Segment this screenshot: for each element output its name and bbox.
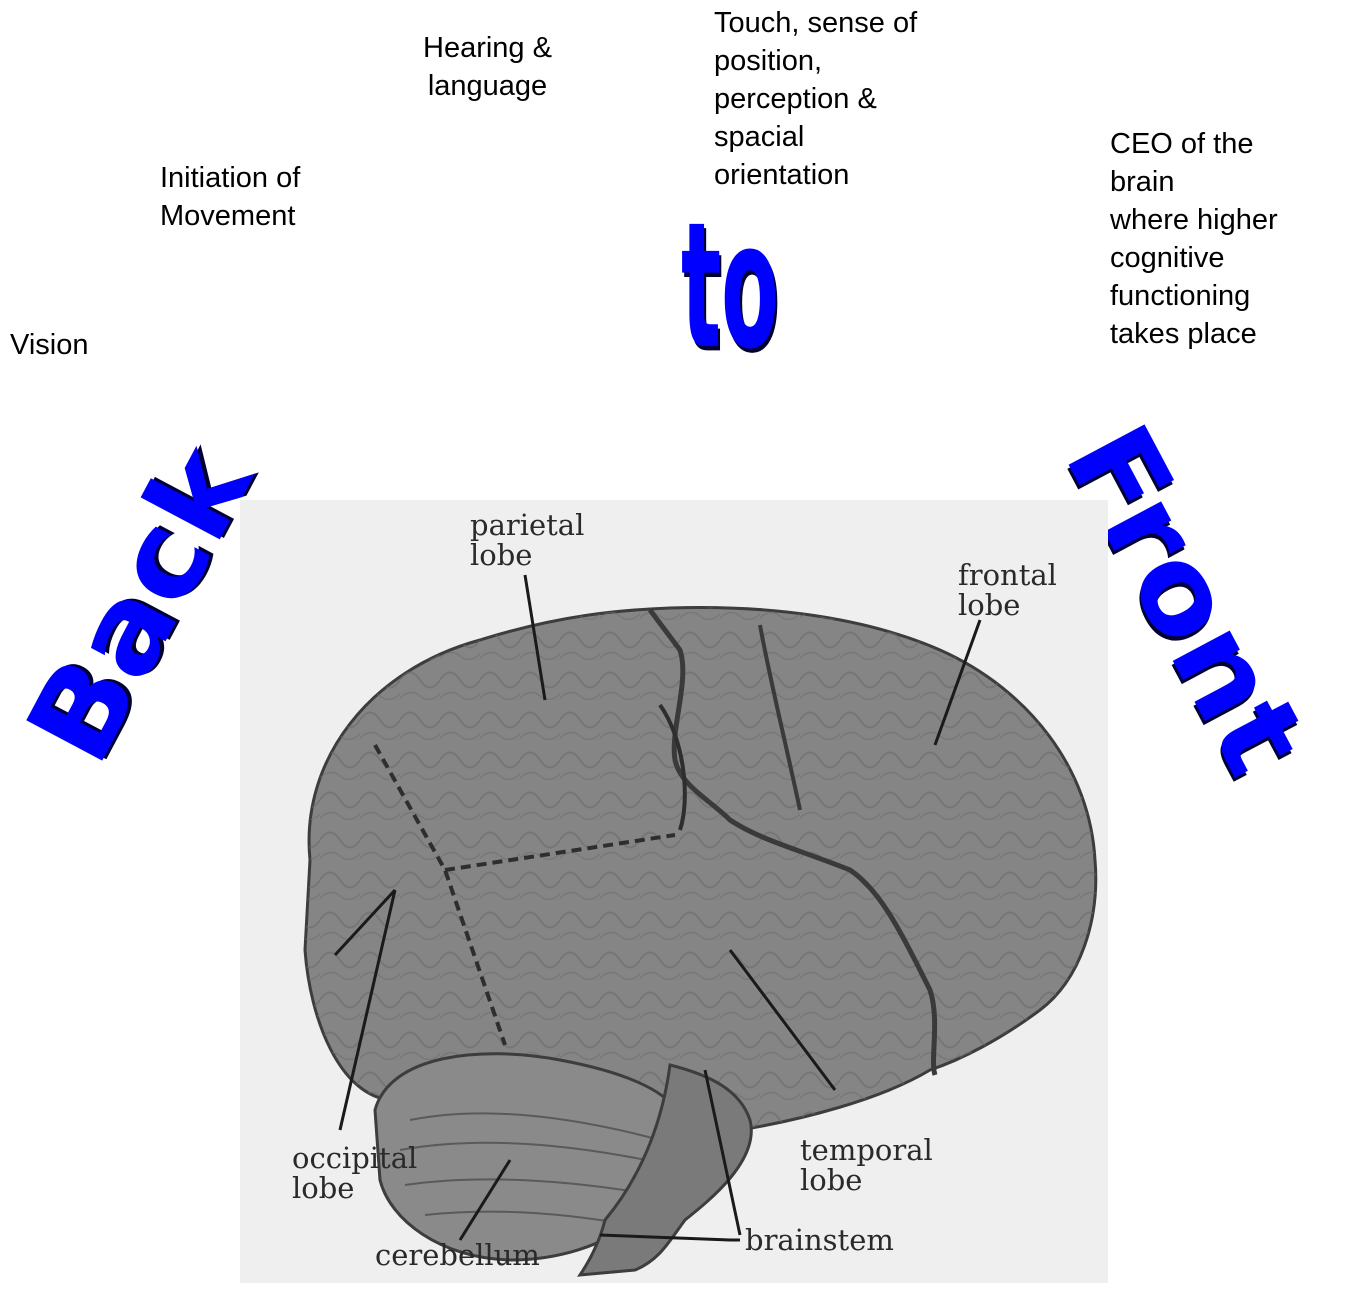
label-frontal-2: lobe [958, 588, 1020, 622]
label-temporal-2: lobe [800, 1163, 862, 1197]
label-parietal-2: lobe [470, 538, 532, 572]
title-to: to [681, 201, 779, 375]
label-occipital-1: occipital [292, 1141, 417, 1175]
vision-text: Vision [10, 326, 88, 364]
label-brainstem: brainstem [745, 1223, 894, 1257]
touch-text: Touch, sense of position, perception & s… [714, 4, 917, 194]
brain-diagram: parietal lobe frontal lobe occipital lob… [240, 500, 1108, 1283]
ceo-text: CEO of the brain where higher cognitive … [1110, 125, 1278, 353]
title-back: Back [9, 429, 270, 779]
label-frontal-1: frontal [958, 558, 1057, 592]
label-cerebellum: cerebellum [375, 1238, 540, 1272]
label-occipital-2: lobe [292, 1171, 354, 1205]
movement-text: Initiation of Movement [160, 159, 300, 235]
label-parietal-1: parietal [470, 508, 584, 542]
hearing-text: Hearing & language [423, 29, 552, 105]
label-temporal-1: temporal [800, 1133, 933, 1167]
